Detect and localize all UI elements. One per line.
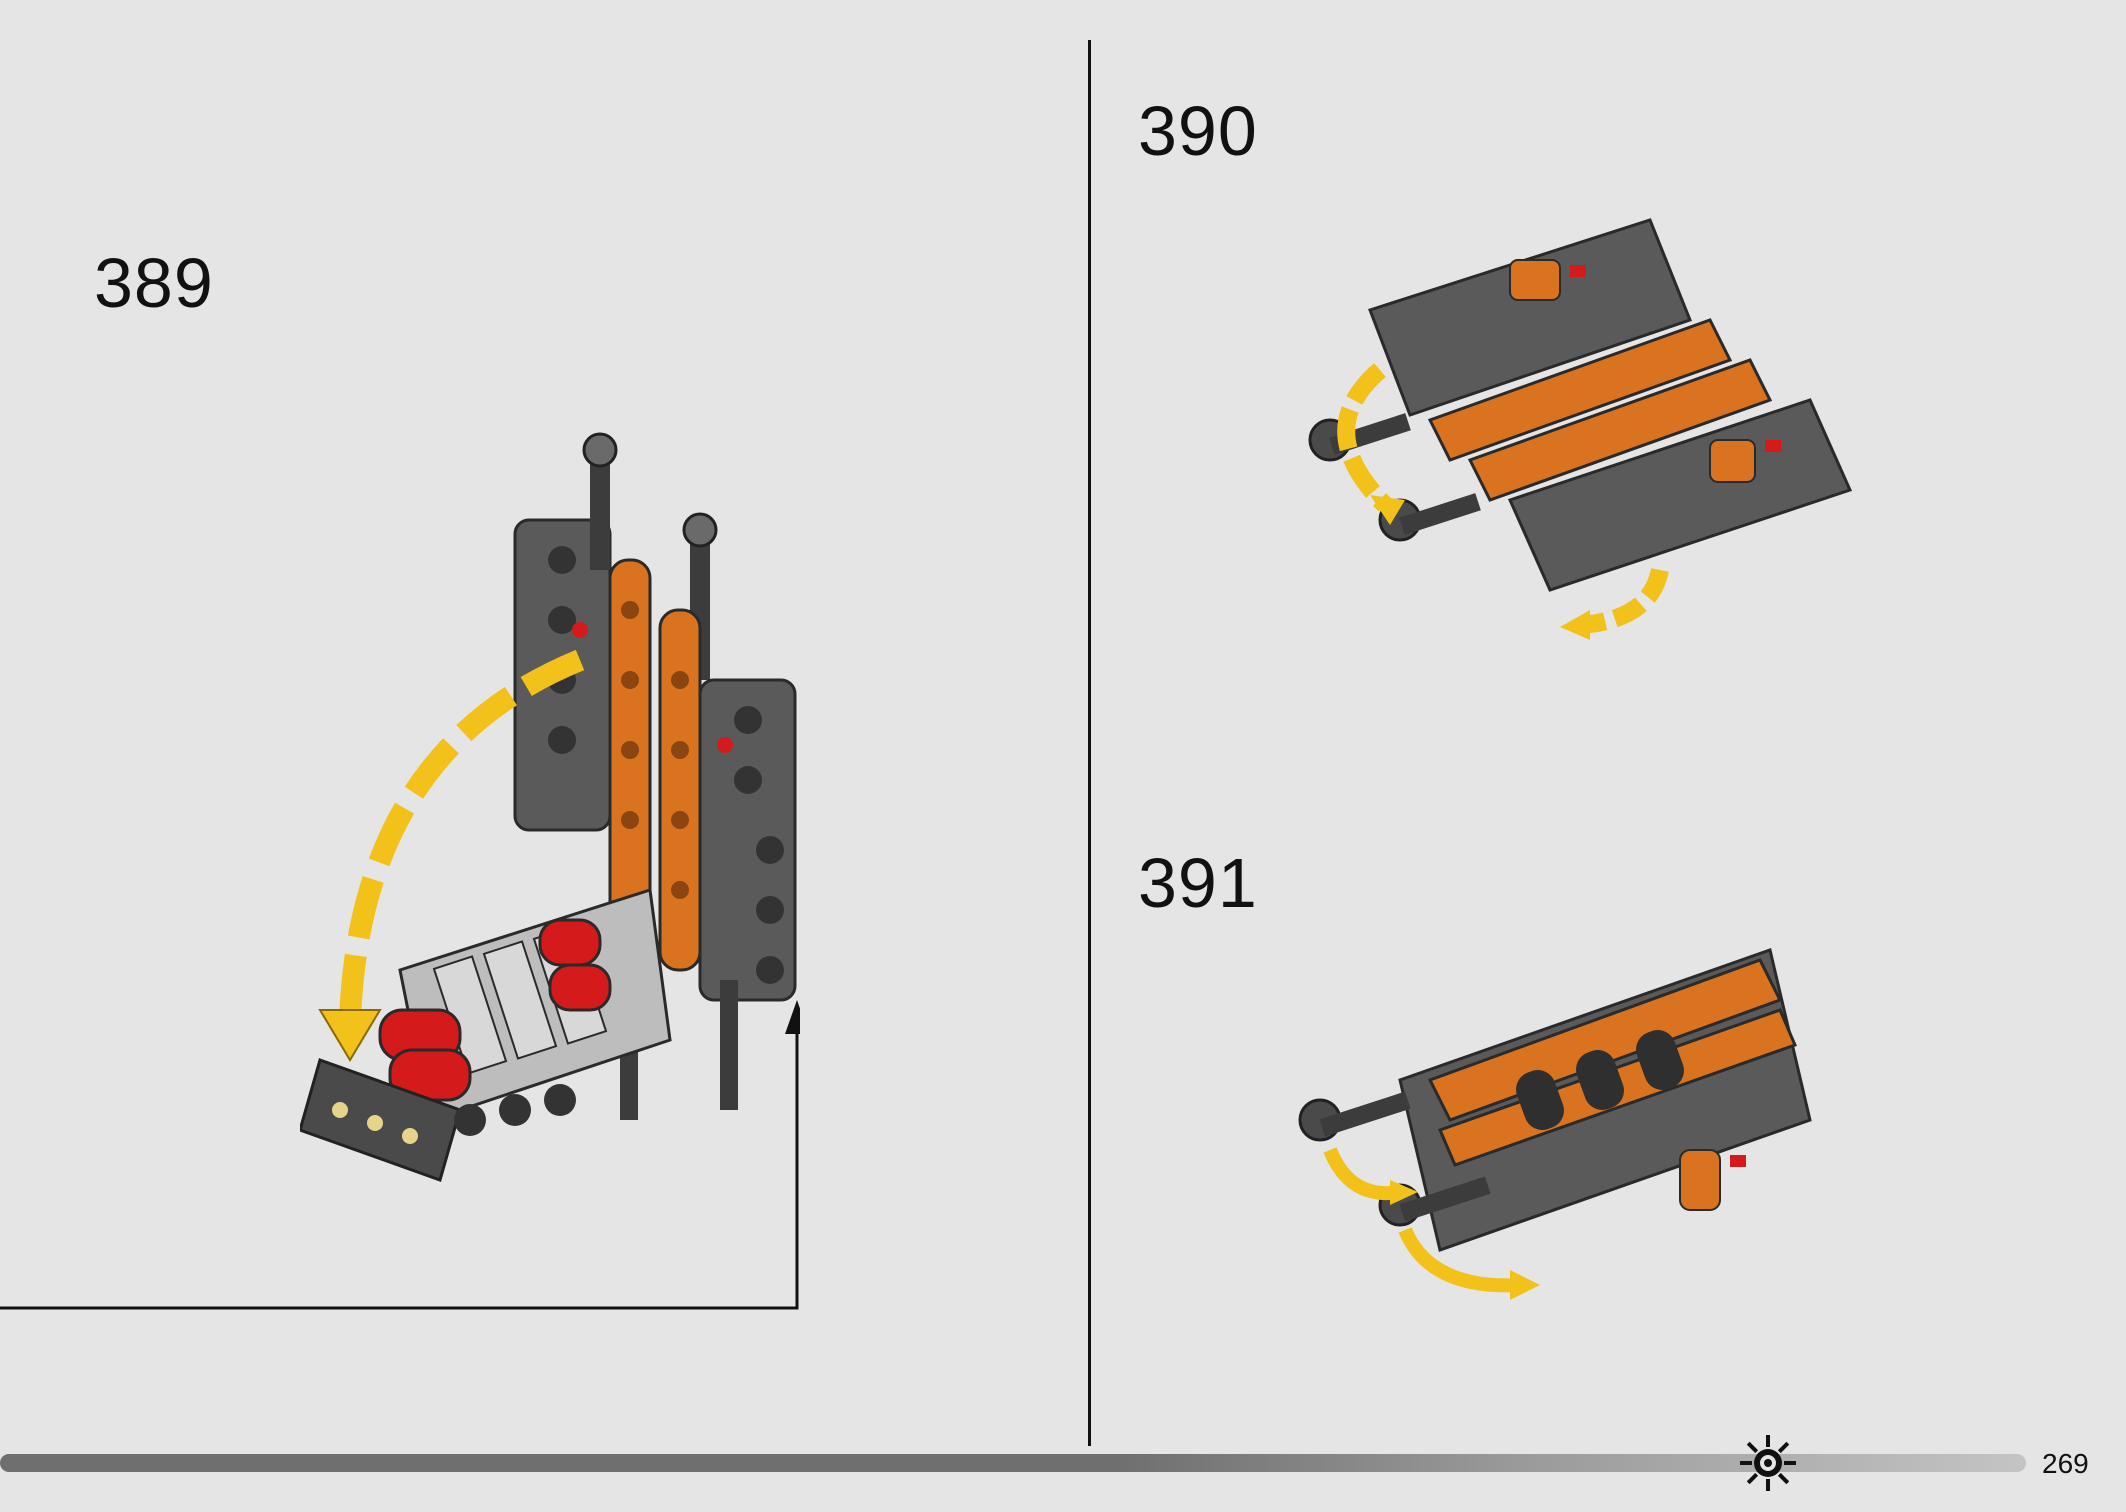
step-number-390: 390	[1138, 92, 1258, 170]
column-divider	[1088, 40, 1091, 1446]
step-390-illustration	[1308, 218, 1853, 640]
step-number-389: 389	[94, 244, 214, 322]
callout-connector	[0, 1000, 800, 1310]
step-391-illustration	[1298, 948, 1812, 1300]
progress-bar	[0, 1454, 2026, 1472]
step-number-391: 391	[1138, 844, 1258, 922]
gear-sun-icon	[1740, 1435, 1796, 1491]
step-389-illustration	[300, 432, 797, 1182]
page-number: 269	[2042, 1448, 2089, 1479]
